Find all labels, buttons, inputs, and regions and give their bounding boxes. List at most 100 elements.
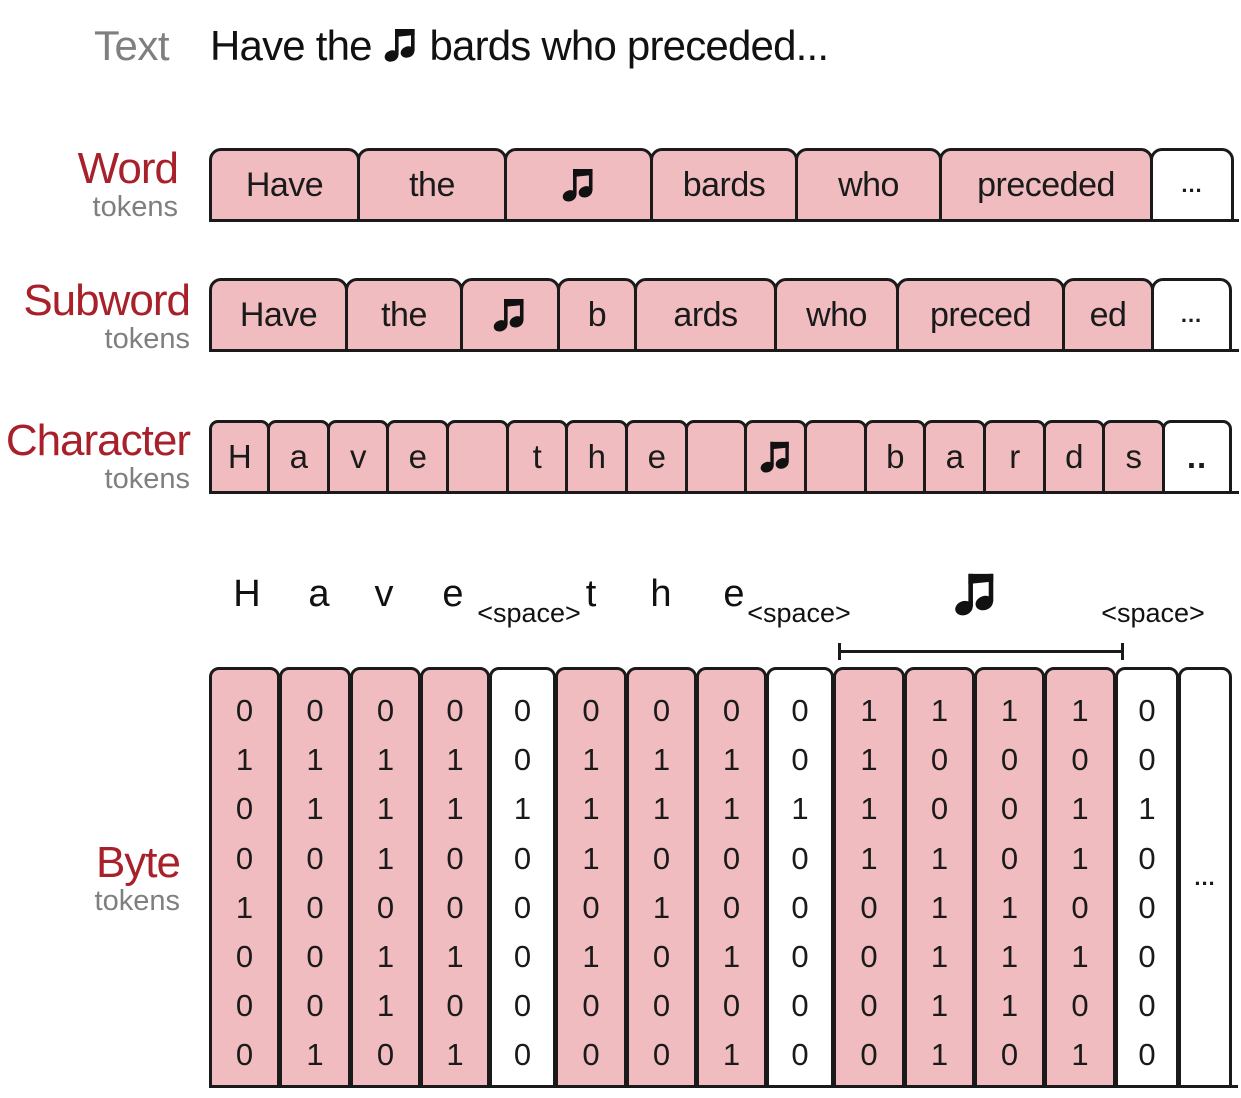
byte-bit: 0 — [235, 840, 254, 876]
character-row-label: Character tokens — [0, 416, 191, 495]
byte-char-label: a — [308, 573, 330, 615]
byte-bit: 0 — [791, 939, 809, 975]
character-token: r — [983, 420, 1046, 494]
character-token-text: a — [945, 438, 964, 475]
byte-bit: 1 — [860, 693, 878, 728]
byte-bit: 1 — [1071, 939, 1089, 975]
byte-bit: 1 — [306, 1037, 324, 1073]
word-sublabel: tokens — [92, 191, 178, 223]
character-token: v — [327, 420, 389, 494]
byte-bit: 1 — [376, 791, 395, 827]
byte-bit: 0 — [513, 988, 532, 1024]
byte-bit: 0 — [722, 840, 741, 876]
subword-token-text: Have — [239, 295, 318, 334]
word-token-text: who — [838, 165, 899, 204]
byte-bit: 1 — [446, 791, 464, 827]
byte-bit: 1 — [930, 988, 949, 1024]
character-token-text: a — [289, 438, 308, 475]
byte-bit: 1 — [652, 791, 671, 827]
character-token: .. — [1162, 420, 1232, 494]
character-token-text: d — [1065, 438, 1083, 475]
byte-bit: 1 — [930, 1037, 949, 1073]
character-token: e — [625, 420, 688, 494]
sentence-part-2: bards who preceded... — [418, 22, 829, 69]
byte-bit: 0 — [306, 840, 324, 876]
byte-bit: 1 — [791, 791, 809, 827]
byte-bit: 0 — [1138, 939, 1156, 975]
byte-bit: 1 — [1071, 791, 1089, 827]
byte-bit: 1 — [446, 742, 464, 778]
character-label: Character — [5, 416, 191, 465]
word-label: Word — [77, 144, 179, 193]
byte-bit: 0 — [1000, 1037, 1019, 1073]
byte-bit: 0 — [722, 693, 741, 728]
character-sublabel: tokens — [104, 463, 190, 495]
byte-bit: 1 — [306, 742, 324, 778]
byte-row-baseline — [209, 1085, 1238, 1088]
character-token-text: H — [227, 438, 252, 475]
music-note-icon — [759, 439, 793, 475]
byte-bit: 0 — [513, 693, 532, 728]
byte-bit: 0 — [652, 988, 671, 1024]
byte-bit: 0 — [1138, 693, 1156, 728]
byte-bit: 1 — [652, 742, 671, 778]
byte-char-label: h — [650, 573, 672, 615]
byte-char-label: e — [442, 573, 464, 615]
byte-bit: 0 — [652, 1037, 671, 1073]
byte-bit: 1 — [1071, 693, 1089, 728]
subword-token: preced — [896, 278, 1065, 352]
byte-bit: 0 — [722, 889, 741, 925]
byte-bit: 1 — [930, 840, 949, 876]
subword-label: Subword — [23, 276, 191, 325]
byte-bit: 1 — [235, 742, 254, 778]
byte-bit: 0 — [930, 791, 949, 827]
word-row-label: Word tokens — [40, 144, 179, 223]
character-row-baseline — [209, 491, 1239, 494]
byte-bit: 0 — [235, 988, 254, 1024]
byte-bit: 0 — [446, 840, 464, 876]
character-token-text: h — [587, 438, 606, 475]
character-token-text: t — [532, 438, 542, 475]
music-note-icon — [492, 296, 528, 334]
byte-space-label: <space> — [477, 598, 581, 628]
music-note-byte-bracket — [838, 643, 1124, 660]
subword-token-text: ... — [1180, 302, 1203, 327]
byte-bit: 0 — [306, 889, 324, 925]
byte-bit: 0 — [446, 889, 464, 925]
byte-bit: 0 — [1071, 889, 1089, 925]
character-token: h — [565, 420, 628, 494]
character-token: e — [386, 420, 449, 494]
byte-label: Byte — [95, 838, 181, 887]
byte-bit: 0 — [1138, 1037, 1156, 1073]
character-token — [685, 420, 747, 494]
byte-bit: 1 — [376, 840, 395, 876]
byte-bit: 1 — [306, 791, 324, 827]
byte-bit: 0 — [652, 693, 671, 728]
byte-bit: 0 — [1000, 791, 1019, 827]
byte-char-label: v — [374, 573, 394, 615]
byte-bit: 1 — [582, 742, 600, 778]
byte-space-label: <space> — [1101, 598, 1205, 628]
subword-row-baseline — [209, 349, 1239, 352]
byte-bit: 0 — [860, 1037, 878, 1073]
character-token-text: .. — [1186, 438, 1208, 475]
byte-bit: 0 — [582, 988, 600, 1024]
word-row-baseline — [209, 219, 1239, 222]
byte-bit: 0 — [1071, 988, 1089, 1024]
byte-bit: 0 — [791, 840, 809, 876]
byte-bit: 1 — [860, 791, 878, 827]
byte-bit: 0 — [860, 988, 878, 1024]
byte-bit: 0 — [376, 889, 395, 925]
subword-token-text: ed — [1089, 295, 1127, 334]
byte-bit: 0 — [513, 889, 532, 925]
byte-bit: 0 — [376, 1037, 395, 1073]
byte-bit: 1 — [1000, 889, 1019, 925]
music-note-icon — [561, 166, 597, 204]
